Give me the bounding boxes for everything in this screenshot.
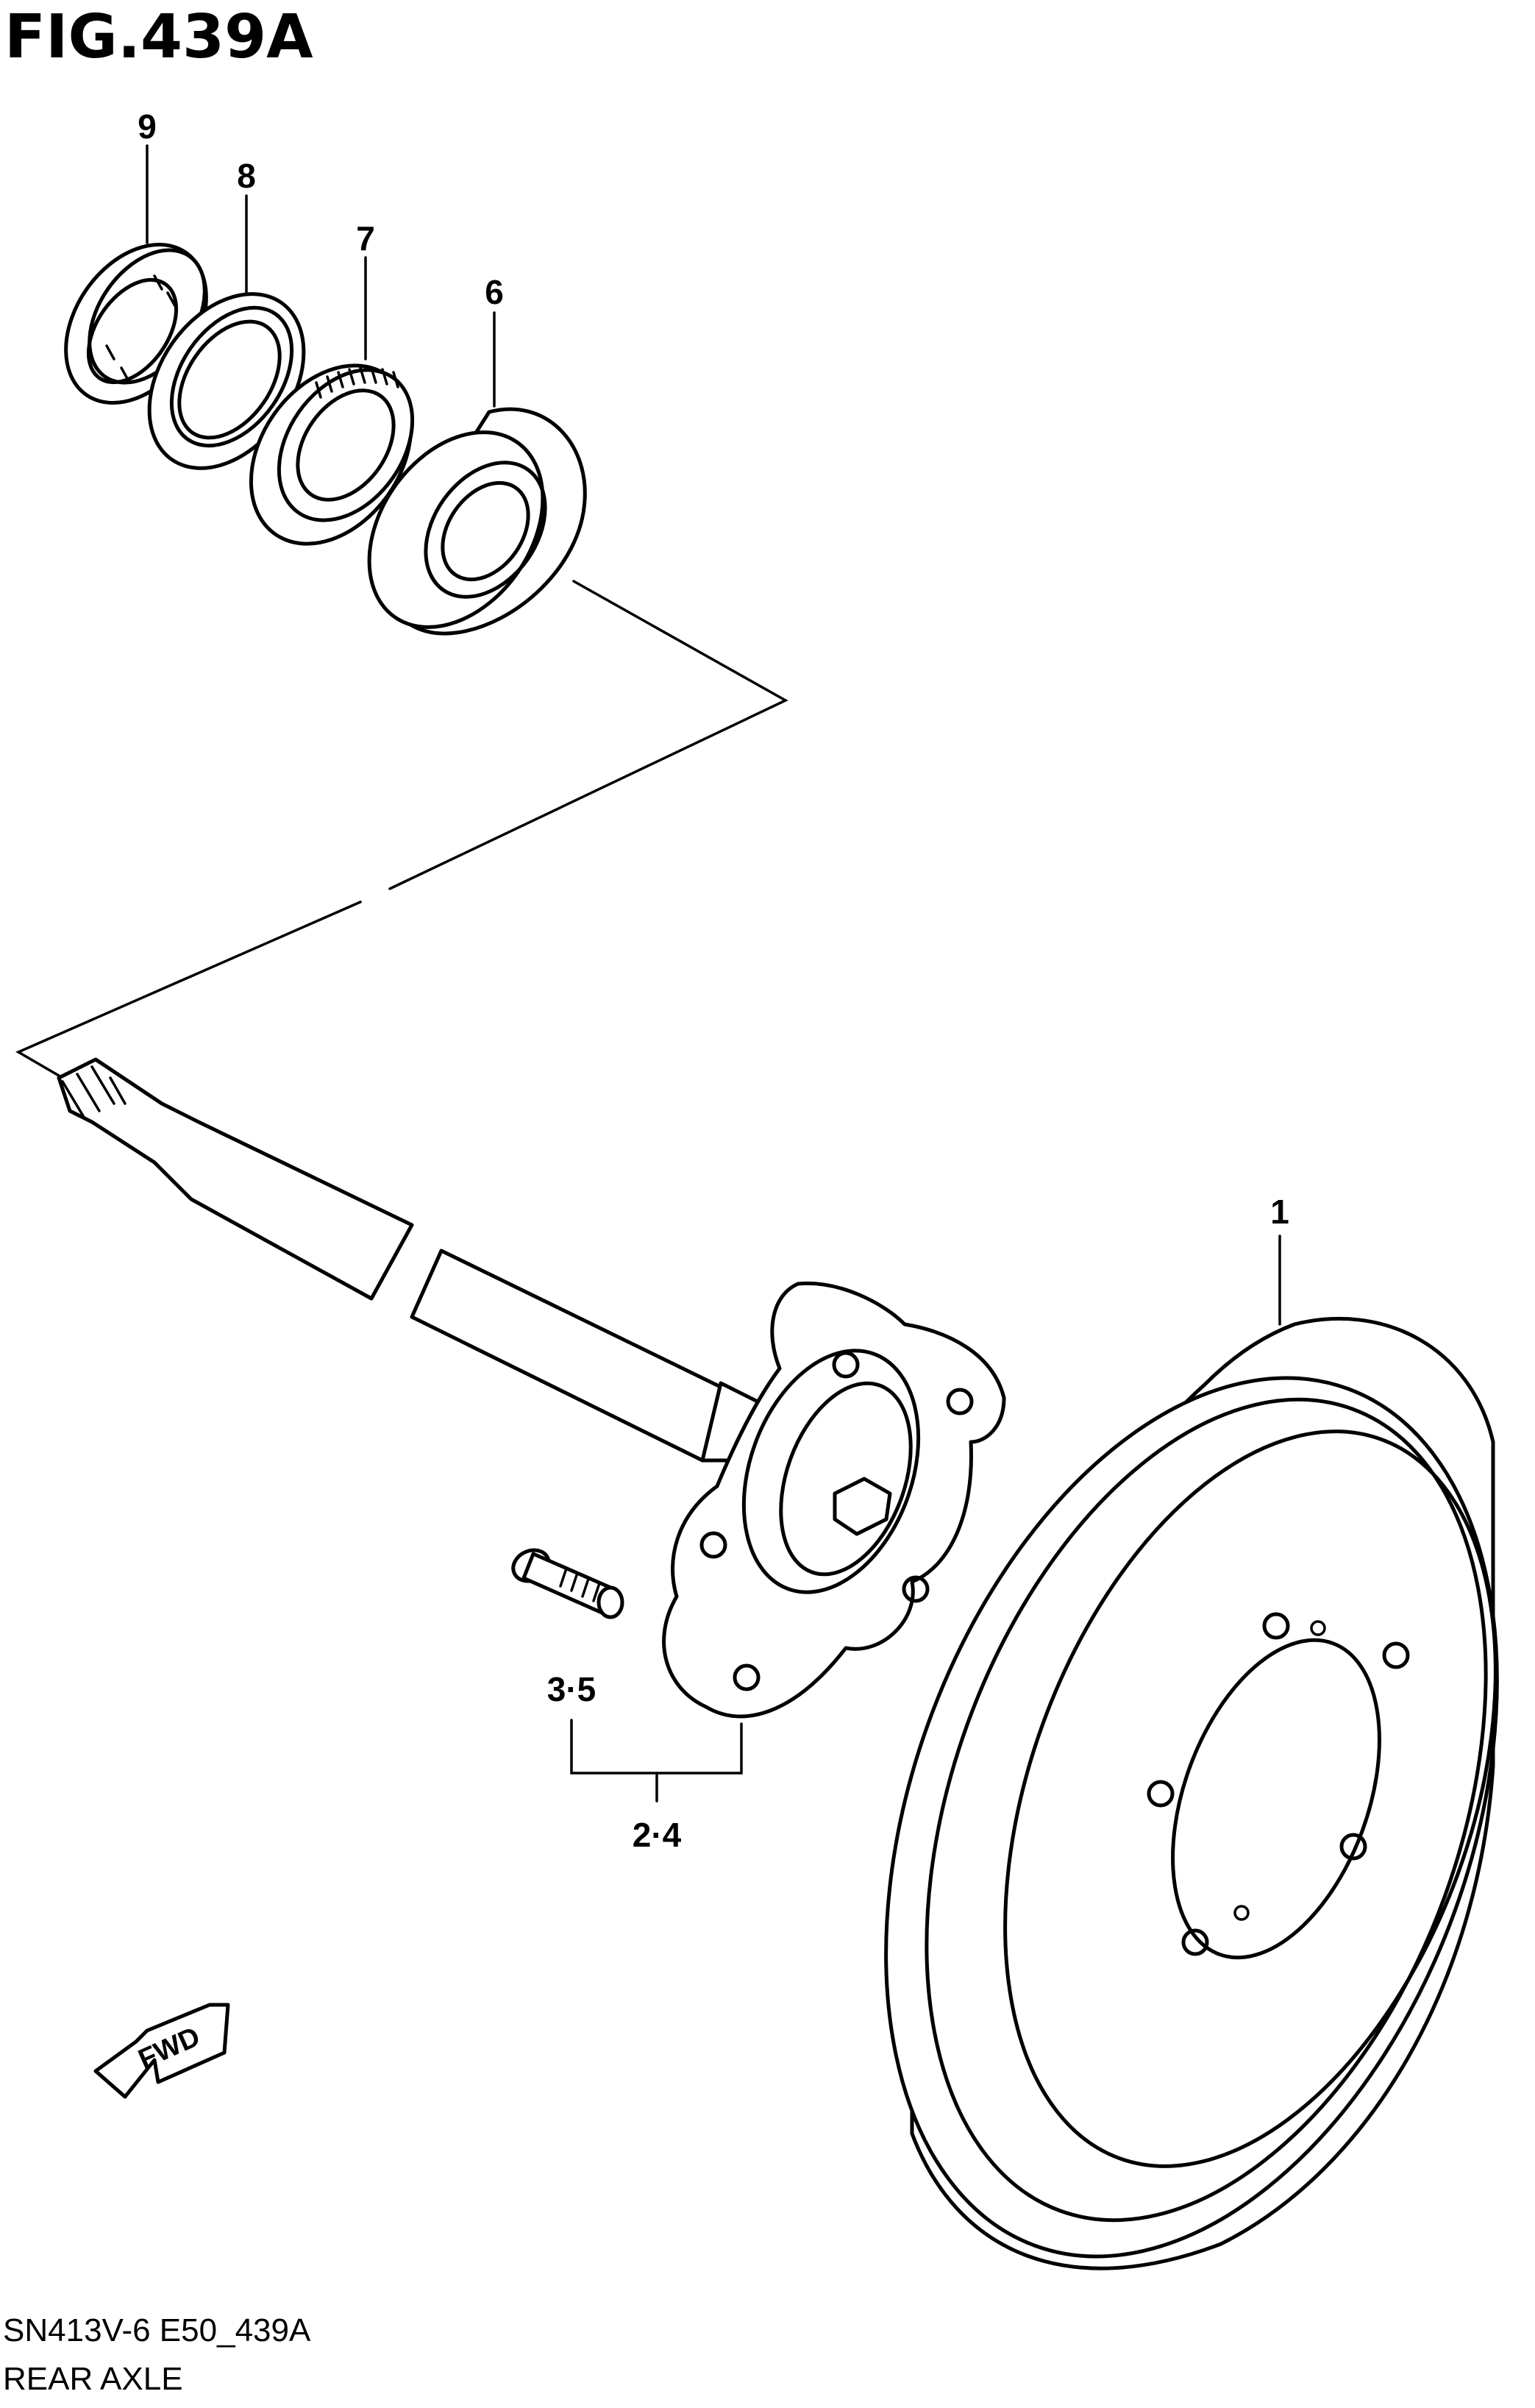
figure-title: FIG.439A — [4, 2, 313, 72]
part-3-wheel-stud — [511, 1548, 624, 1619]
callout-3-5: 3·5 — [547, 1670, 596, 1708]
footer-code: SN413V-6 E50_439A — [3, 2312, 311, 2348]
footer-name: REAR AXLE — [3, 2361, 183, 2397]
part-6-ball-bearing — [367, 407, 587, 636]
callout-6: 6 — [485, 273, 504, 311]
part-8-seal-ring — [147, 292, 306, 470]
part-1-brake-drum — [884, 1317, 1499, 2270]
part-7-bearing-cage — [249, 363, 415, 546]
callout-8: 8 — [237, 157, 256, 195]
callout-1: 1 — [1270, 1193, 1289, 1231]
axle-flange — [662, 1281, 1006, 1719]
axle-shaft — [57, 1057, 760, 1463]
callout-7: 7 — [356, 219, 375, 258]
callout-9: 9 — [138, 107, 157, 146]
fwd-arrow-icon: FWD — [93, 2003, 230, 2099]
assembly-guide-line-lower — [15, 901, 362, 1077]
bracket-2-4 — [570, 1719, 743, 1775]
callout-2-4: 2·4 — [633, 1816, 682, 1854]
assembly-guide-line-upper — [388, 580, 788, 890]
